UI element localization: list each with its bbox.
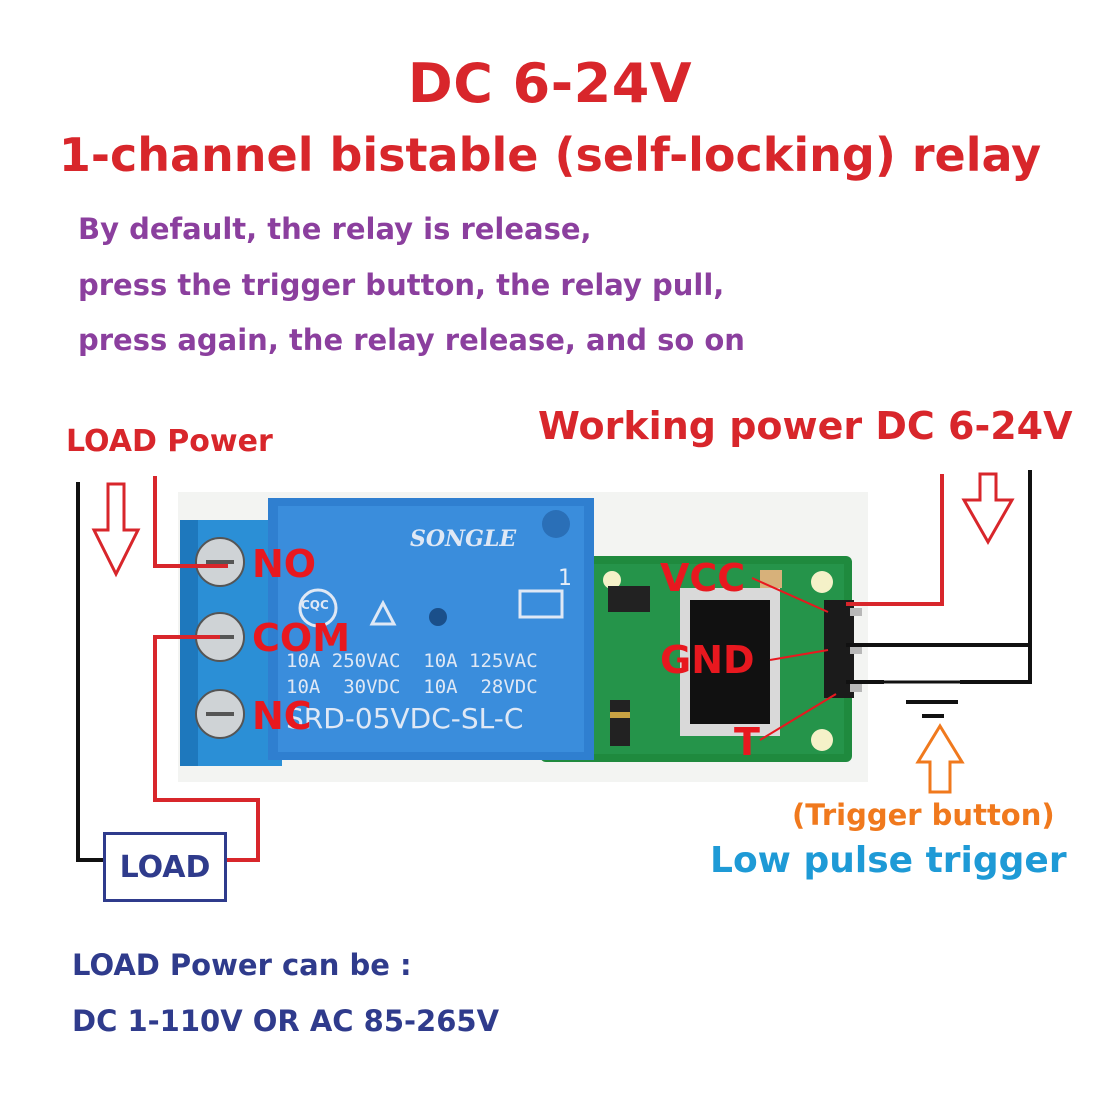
wire-gnd-outer <box>960 470 1032 684</box>
low-pulse-label: Low pulse trigger <box>710 840 1067 881</box>
svg-text:1: 1 <box>558 566 572 591</box>
working-power-arrow-icon <box>961 472 1015 546</box>
relay-rating-1: 10A 250VAC 10A 125VAC <box>286 650 538 672</box>
diode <box>610 700 630 746</box>
title: DC 6-24V <box>407 52 693 115</box>
relay-model: SRD-05VDC-SL-C <box>286 702 524 735</box>
ic-chip <box>608 586 650 612</box>
mounting-hole <box>811 729 833 751</box>
load-power-arrow-icon <box>91 482 141 578</box>
terminal-nc-label: NC <box>252 694 312 738</box>
load-box-label: LOAD <box>119 849 211 885</box>
load-power-label: LOAD Power <box>66 424 273 459</box>
wire-no <box>153 476 228 568</box>
description-line-1: By default, the relay is release, <box>78 212 592 246</box>
relay-rating-2: 10A 30VDC 10A 28VDC <box>286 676 538 698</box>
gnd-pointer <box>769 649 829 661</box>
load-box: LOAD <box>103 832 227 902</box>
mounting-hole <box>811 571 833 593</box>
wire-com <box>153 635 260 862</box>
pin-gnd-label: GND <box>660 638 755 682</box>
vcc-pointer <box>751 577 829 613</box>
relay-brand: SONGLE <box>410 526 517 552</box>
pin-t-label: T <box>734 720 760 764</box>
description-line-3: press again, the relay release, and so o… <box>78 323 745 357</box>
wire-vcc <box>846 474 944 606</box>
ul-logo <box>518 589 564 619</box>
description-line-2: press the trigger button, the relay pull… <box>78 268 725 302</box>
t-pointer <box>759 693 837 741</box>
load-power-note-line-2: DC 1-110V OR AC 85-265V <box>72 1004 500 1038</box>
relay-cert: CQC <box>301 598 329 612</box>
trigger-arrow-icon <box>915 723 965 794</box>
working-power-label: Working power DC 6-24V <box>538 404 1073 448</box>
pin-vcc-label: VCC <box>660 556 746 600</box>
warning-triangle-icon <box>369 599 397 626</box>
trigger-button-label: (Trigger button) <box>792 798 1055 832</box>
terminal-no-label: NO <box>252 542 317 586</box>
load-power-wire-black <box>76 482 103 862</box>
terminal-com-label: COM <box>252 616 351 660</box>
subtitle: 1-channel bistable (self-locking) relay <box>58 128 1042 182</box>
cqc-logo <box>298 588 338 628</box>
load-power-note-line-1: LOAD Power can be : <box>72 948 412 982</box>
